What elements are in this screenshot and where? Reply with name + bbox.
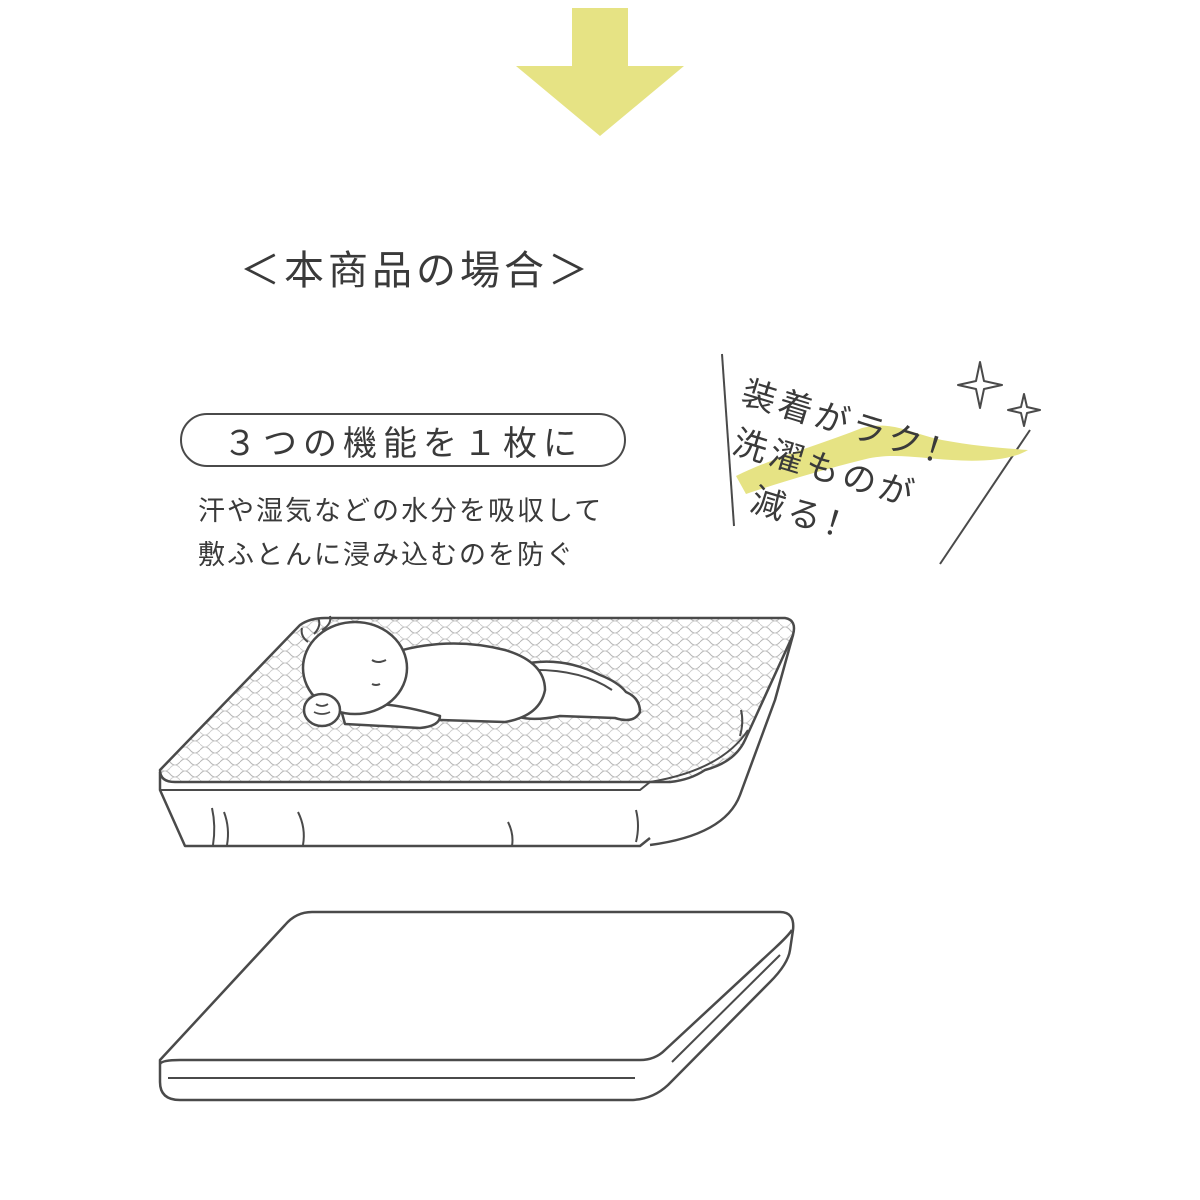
description-line-2: 敷ふとんに浸み込むのを防ぐ: [198, 540, 575, 571]
down-arrow-icon: [516, 8, 684, 136]
futon-mattress-icon: [158, 910, 795, 1102]
callout-decoration: [721, 353, 1041, 565]
baby-on-mattress-pad-icon: [158, 615, 796, 848]
sparkle-icon: [1007, 393, 1041, 427]
feature-badge-label: ３つの機能を１枚に: [223, 423, 583, 464]
section-heading: ＜本商品の場合＞: [240, 248, 592, 294]
description-line-1: 汗や湿気などの水分を吸収して: [198, 496, 604, 527]
description: 汗や湿気などの水分を吸収して 敷ふとんに浸み込むのを防ぐ: [198, 490, 698, 578]
feature-badge: ３つの機能を１枚に: [180, 413, 626, 467]
sparkle-icon: [957, 361, 1003, 409]
